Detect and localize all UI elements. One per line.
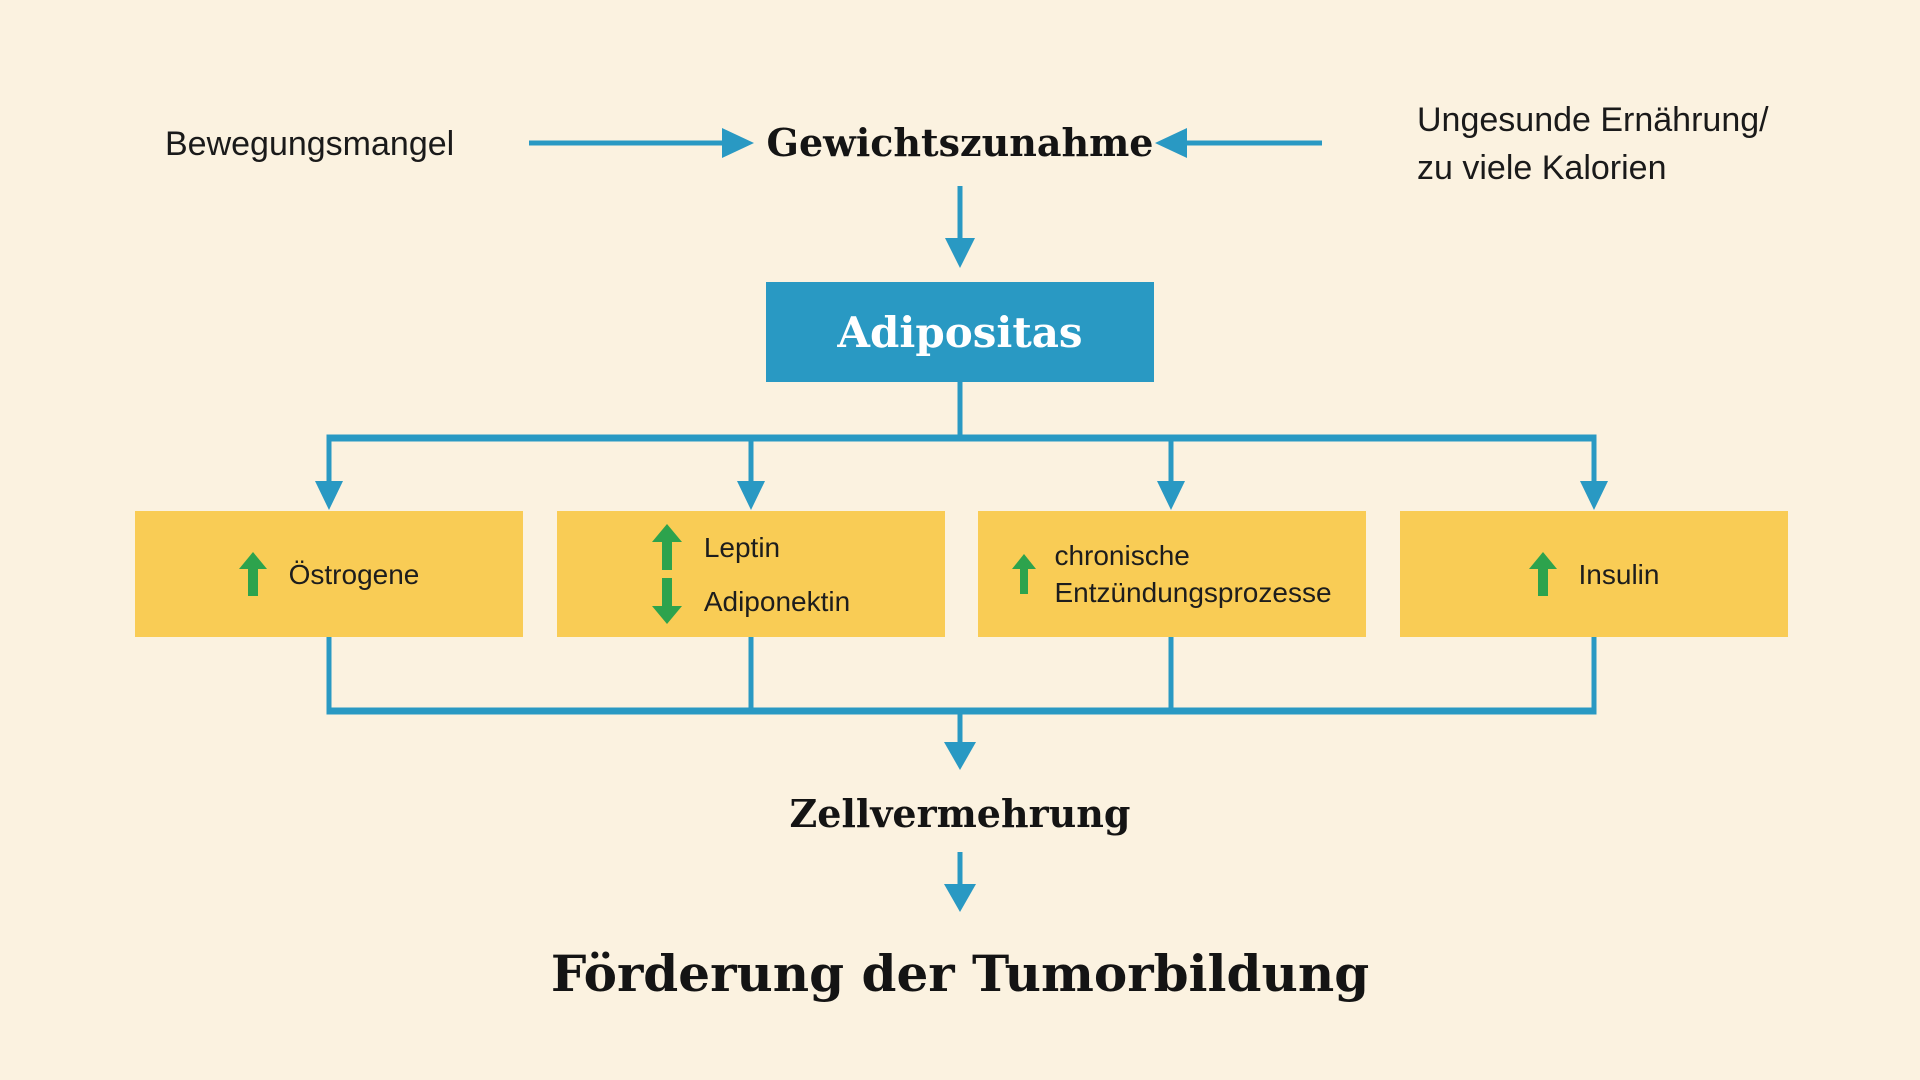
up-arrow-icon — [1528, 552, 1557, 596]
bewegungsmangel-label: Bewegungsmangel — [165, 125, 455, 163]
arrowhead-left-icon — [1155, 128, 1187, 158]
arrowhead-right-icon — [722, 128, 754, 158]
down-arrow-icon — [651, 578, 682, 624]
gewichtszunahme-label: Gewichtszunahme — [766, 120, 1154, 165]
oestrogene-label: Östrogene — [288, 558, 420, 590]
up-arrow-icon — [238, 552, 267, 596]
arrowhead-box1-icon — [315, 481, 343, 510]
adipositas-box: Adipositas — [766, 282, 1154, 382]
factor-box-oestrogene: Östrogene — [135, 511, 523, 637]
adiponektin-label: Adiponektin — [703, 585, 851, 617]
factor-box-insulin: Insulin — [1400, 511, 1788, 637]
arrowhead-box4-icon — [1580, 481, 1608, 510]
arrowhead-box3-icon — [1157, 481, 1185, 510]
up-arrow-icon — [1012, 554, 1037, 594]
factor-box-entzuendungsprozesse: chronische Entzündungsprozesse — [978, 511, 1366, 637]
entzuendungsprozesse-label: chronische Entzündungsprozesse — [1054, 540, 1332, 608]
adipositas-label: Adipositas — [837, 307, 1083, 357]
insulin-label: Insulin — [1578, 558, 1660, 590]
up-arrow-icon — [651, 524, 682, 570]
arrowhead-zellvermehrung-icon — [944, 742, 976, 770]
factor-box-leptin-adiponektin: Leptin Adiponektin — [557, 511, 945, 637]
arrowhead-foerderung-icon — [944, 884, 976, 912]
arrowhead-down-icon — [945, 238, 975, 268]
arrowhead-box2-icon — [737, 481, 765, 510]
leptin-label: Leptin — [703, 531, 781, 563]
ungesunde-ernaehrung-label: Ungesunde Ernährung/ zu viele Kalorien — [1417, 101, 1769, 187]
foerderung-der-tumorbildung-label: Förderung der Tumorbildung — [550, 944, 1370, 1003]
zellvermehrung-label: Zellvermehrung — [789, 791, 1131, 836]
